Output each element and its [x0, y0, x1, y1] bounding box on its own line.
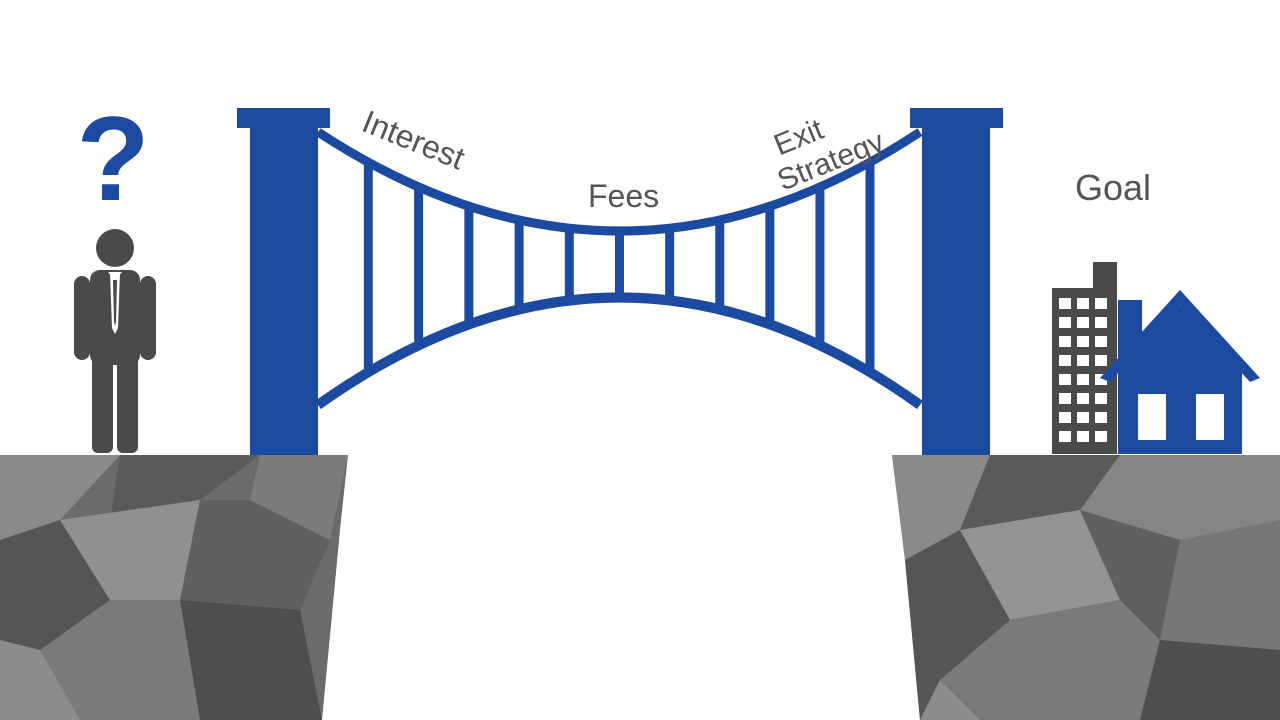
- question-mark-icon: ?: [76, 92, 149, 226]
- label-fees: Fees: [588, 178, 659, 214]
- building-window: [1077, 298, 1089, 309]
- bridge: [237, 108, 1003, 455]
- building-window: [1095, 412, 1107, 423]
- left-cliff: [0, 455, 348, 720]
- building-window: [1095, 355, 1107, 366]
- bridge-arch: [315, 292, 923, 410]
- building-window: [1059, 336, 1071, 347]
- building-window: [1059, 393, 1071, 404]
- building-window: [1095, 317, 1107, 328]
- label-goal: Goal: [1075, 167, 1151, 208]
- building-window: [1077, 336, 1089, 347]
- building-window: [1077, 412, 1089, 423]
- building-window: [1059, 412, 1071, 423]
- building-window: [1059, 355, 1071, 366]
- building-window: [1095, 393, 1107, 404]
- building-window: [1095, 374, 1107, 385]
- building-window: [1077, 355, 1089, 366]
- building-window: [1077, 431, 1089, 442]
- bridge-suspenders: [363, 162, 875, 373]
- building-window: [1095, 336, 1107, 347]
- building-window: [1095, 431, 1107, 442]
- house-icon: [1100, 290, 1260, 454]
- building-window: [1059, 317, 1071, 328]
- building-window: [1077, 374, 1089, 385]
- bridge-right-tower: [910, 108, 1003, 455]
- building-window: [1059, 431, 1071, 442]
- building-window: [1059, 298, 1071, 309]
- building-windows: [1059, 298, 1107, 442]
- building-window: [1077, 317, 1089, 328]
- bridge-left-tower: [237, 108, 330, 455]
- building-window: [1077, 393, 1089, 404]
- bridge-top-cable: [315, 128, 923, 236]
- right-cliff: [892, 455, 1280, 720]
- building-window: [1059, 374, 1071, 385]
- businessman-icon: [74, 229, 156, 453]
- building-window: [1095, 298, 1107, 309]
